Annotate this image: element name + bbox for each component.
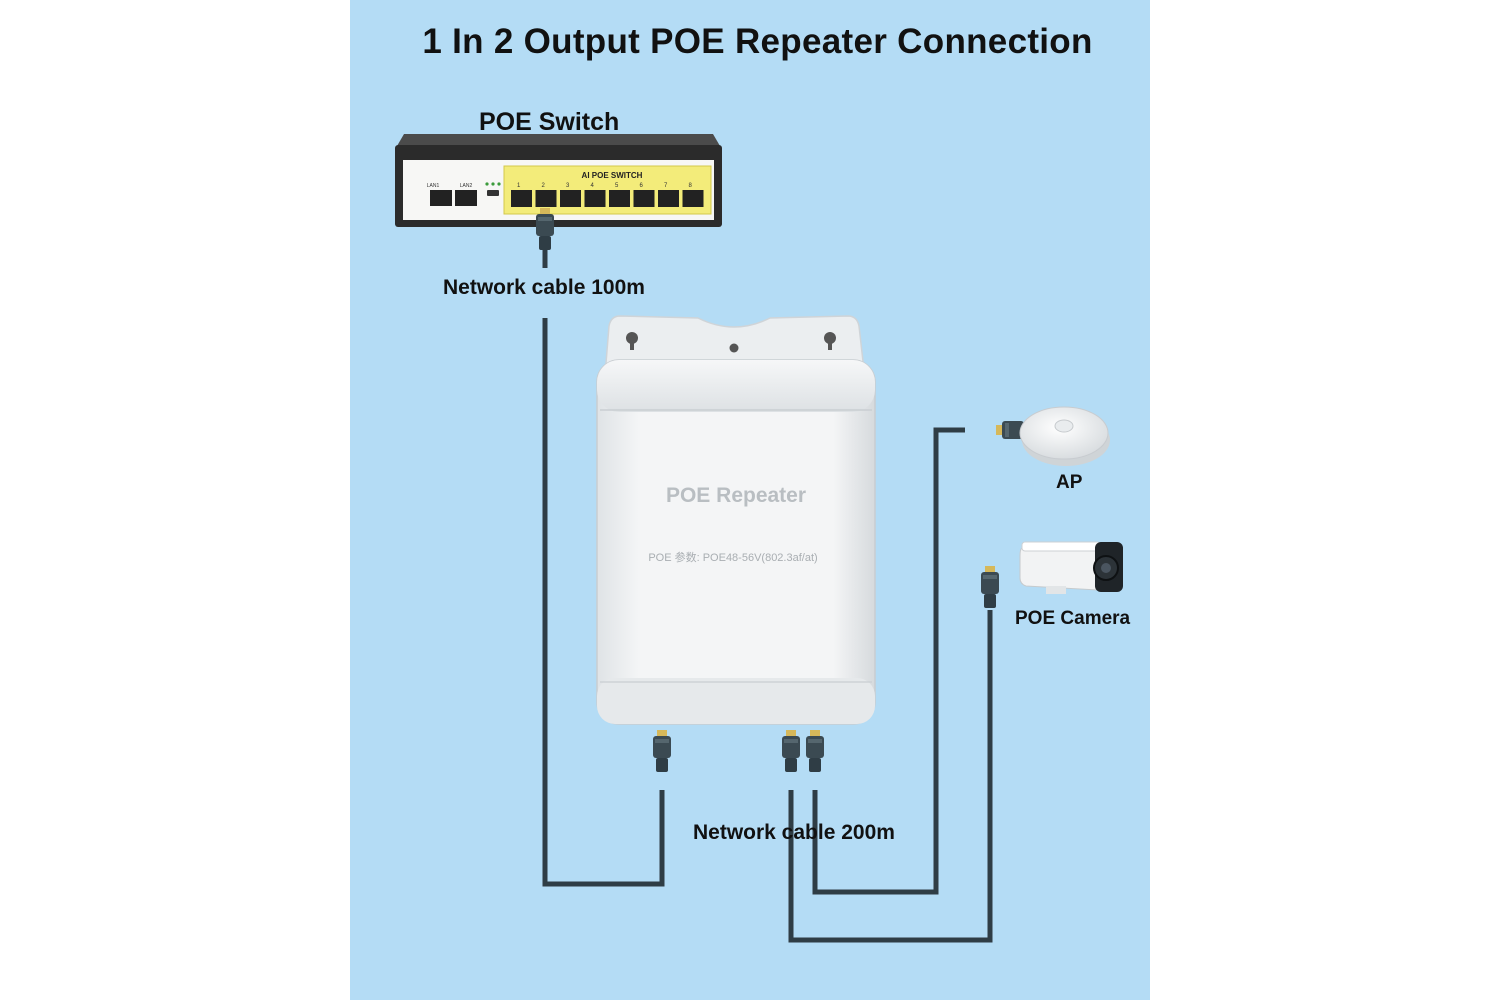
switch-port-label: 4 <box>591 183 595 189</box>
ap-cable <box>812 427 965 895</box>
switch-port <box>535 190 557 207</box>
poe-repeater: POE Repeater POE 参数: POE48-56V(802.3af/a… <box>596 315 876 725</box>
uplink-port <box>455 190 477 206</box>
switch-panel-text: AI POE SWITCH <box>582 171 643 180</box>
switch-port <box>609 190 630 207</box>
switch-port <box>682 190 704 207</box>
switch-port-label: 1 <box>517 183 521 189</box>
input-cable-label: Network cable 100m <box>443 276 645 299</box>
repeater-output1-connector <box>782 730 800 772</box>
switch-port <box>584 190 606 207</box>
network-cables <box>542 250 993 943</box>
switch-port <box>658 190 679 207</box>
switch-port-label: 3 <box>566 183 570 189</box>
switch-port-label: 7 <box>664 183 668 189</box>
repeater-input-connector <box>653 730 671 772</box>
switch-port-label: 6 <box>640 183 644 189</box>
switch-port <box>633 190 655 207</box>
switch-port <box>560 190 581 207</box>
repeater-spec: POE 参数: POE48-56V(802.3af/at) <box>648 550 817 564</box>
switch-port2-connector <box>536 208 554 250</box>
repeater-output2-connector <box>806 730 824 772</box>
switch-port <box>511 190 532 207</box>
camera-connector <box>981 566 999 608</box>
camera-cable <box>788 610 993 943</box>
switch-port-label: 2 <box>542 183 546 189</box>
uplink-label-2: LAN2 <box>460 183 473 189</box>
switch-port-label: 5 <box>615 183 619 189</box>
uplink-label-1: LAN1 <box>427 183 440 189</box>
poe-camera-icon <box>1019 541 1123 594</box>
poe-switch: AI POE SWITCH LAN1 LAN2 1 2 3 4 5 6 7 8 <box>395 134 722 227</box>
output-cable-label: Network cable 200m <box>693 821 895 844</box>
poe-camera-label: POE Camera <box>1015 608 1131 629</box>
ap-label: AP <box>1056 472 1083 493</box>
diagram-title: 1 In 2 Output POE Repeater Connection <box>422 22 1093 61</box>
input-cable <box>542 318 665 887</box>
switch-port-label: 8 <box>689 183 693 189</box>
poe-switch-label: POE Switch <box>479 108 620 136</box>
access-point-icon <box>1019 406 1110 466</box>
repeater-name: POE Repeater <box>666 484 806 507</box>
uplink-port <box>430 190 452 206</box>
